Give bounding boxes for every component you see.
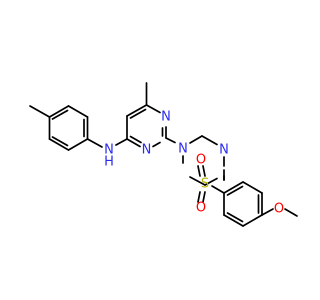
- bond: [152, 141, 161, 148]
- bond: [189, 176, 206, 186]
- tolyl-ring: [29, 105, 89, 151]
- bond: [51, 109, 69, 120]
- bond: [67, 105, 89, 118]
- bond: [126, 104, 148, 117]
- bond: [48, 105, 70, 118]
- bond: [51, 136, 69, 147]
- bond: [86, 138, 103, 148]
- bond: [223, 214, 244, 227]
- sulfonyl-oxygen-top-label: O: [196, 153, 206, 168]
- piperazine-nitrogen-left-label: N: [178, 142, 188, 157]
- bond: [226, 212, 244, 223]
- pyrimidine-nitrogen-lower-label: N: [142, 143, 152, 158]
- sulfonyl-oxygen-bottom-label: O: [196, 201, 206, 216]
- piperazine-nitrogen-right-label: N: [219, 143, 229, 158]
- bond: [165, 137, 176, 144]
- bond: [129, 108, 147, 119]
- methyl-bond: [29, 105, 51, 118]
- bond: [129, 135, 142, 144]
- bond: [197, 165, 201, 177]
- bond: [126, 138, 141, 148]
- bond: [223, 181, 244, 194]
- bond: [202, 191, 206, 203]
- bond: [242, 214, 263, 227]
- methoxyphenyl-ring: [223, 181, 298, 227]
- bond: [204, 177, 218, 186]
- molecule-diagram: N H N N N N S O O O: [29, 82, 298, 227]
- bond: [67, 138, 89, 151]
- pyrimidine-ring: [126, 82, 167, 148]
- bond: [197, 191, 201, 203]
- sulfonyl-sulfur-label: S: [201, 177, 209, 192]
- bond: [189, 135, 203, 144]
- amine-nitrogen-label: N: [104, 143, 114, 158]
- molecule-structure-canvas: N H N N N N S O O O: [29, 82, 298, 227]
- bond: [145, 104, 161, 114]
- bond: [201, 135, 218, 146]
- piperazine-ring: [182, 135, 225, 186]
- bond: [48, 138, 70, 151]
- amine-hydrogen-label: H: [104, 155, 114, 170]
- methyl-bond: [284, 208, 298, 217]
- bond: [211, 185, 225, 194]
- bond: [242, 181, 263, 194]
- bond: [261, 208, 274, 216]
- bond: [202, 165, 206, 177]
- bond: [226, 185, 244, 196]
- pyrimidine-nitrogen-upper-label: N: [161, 110, 171, 125]
- bond: [115, 138, 128, 146]
- methoxy-oxygen-label: O: [274, 202, 284, 217]
